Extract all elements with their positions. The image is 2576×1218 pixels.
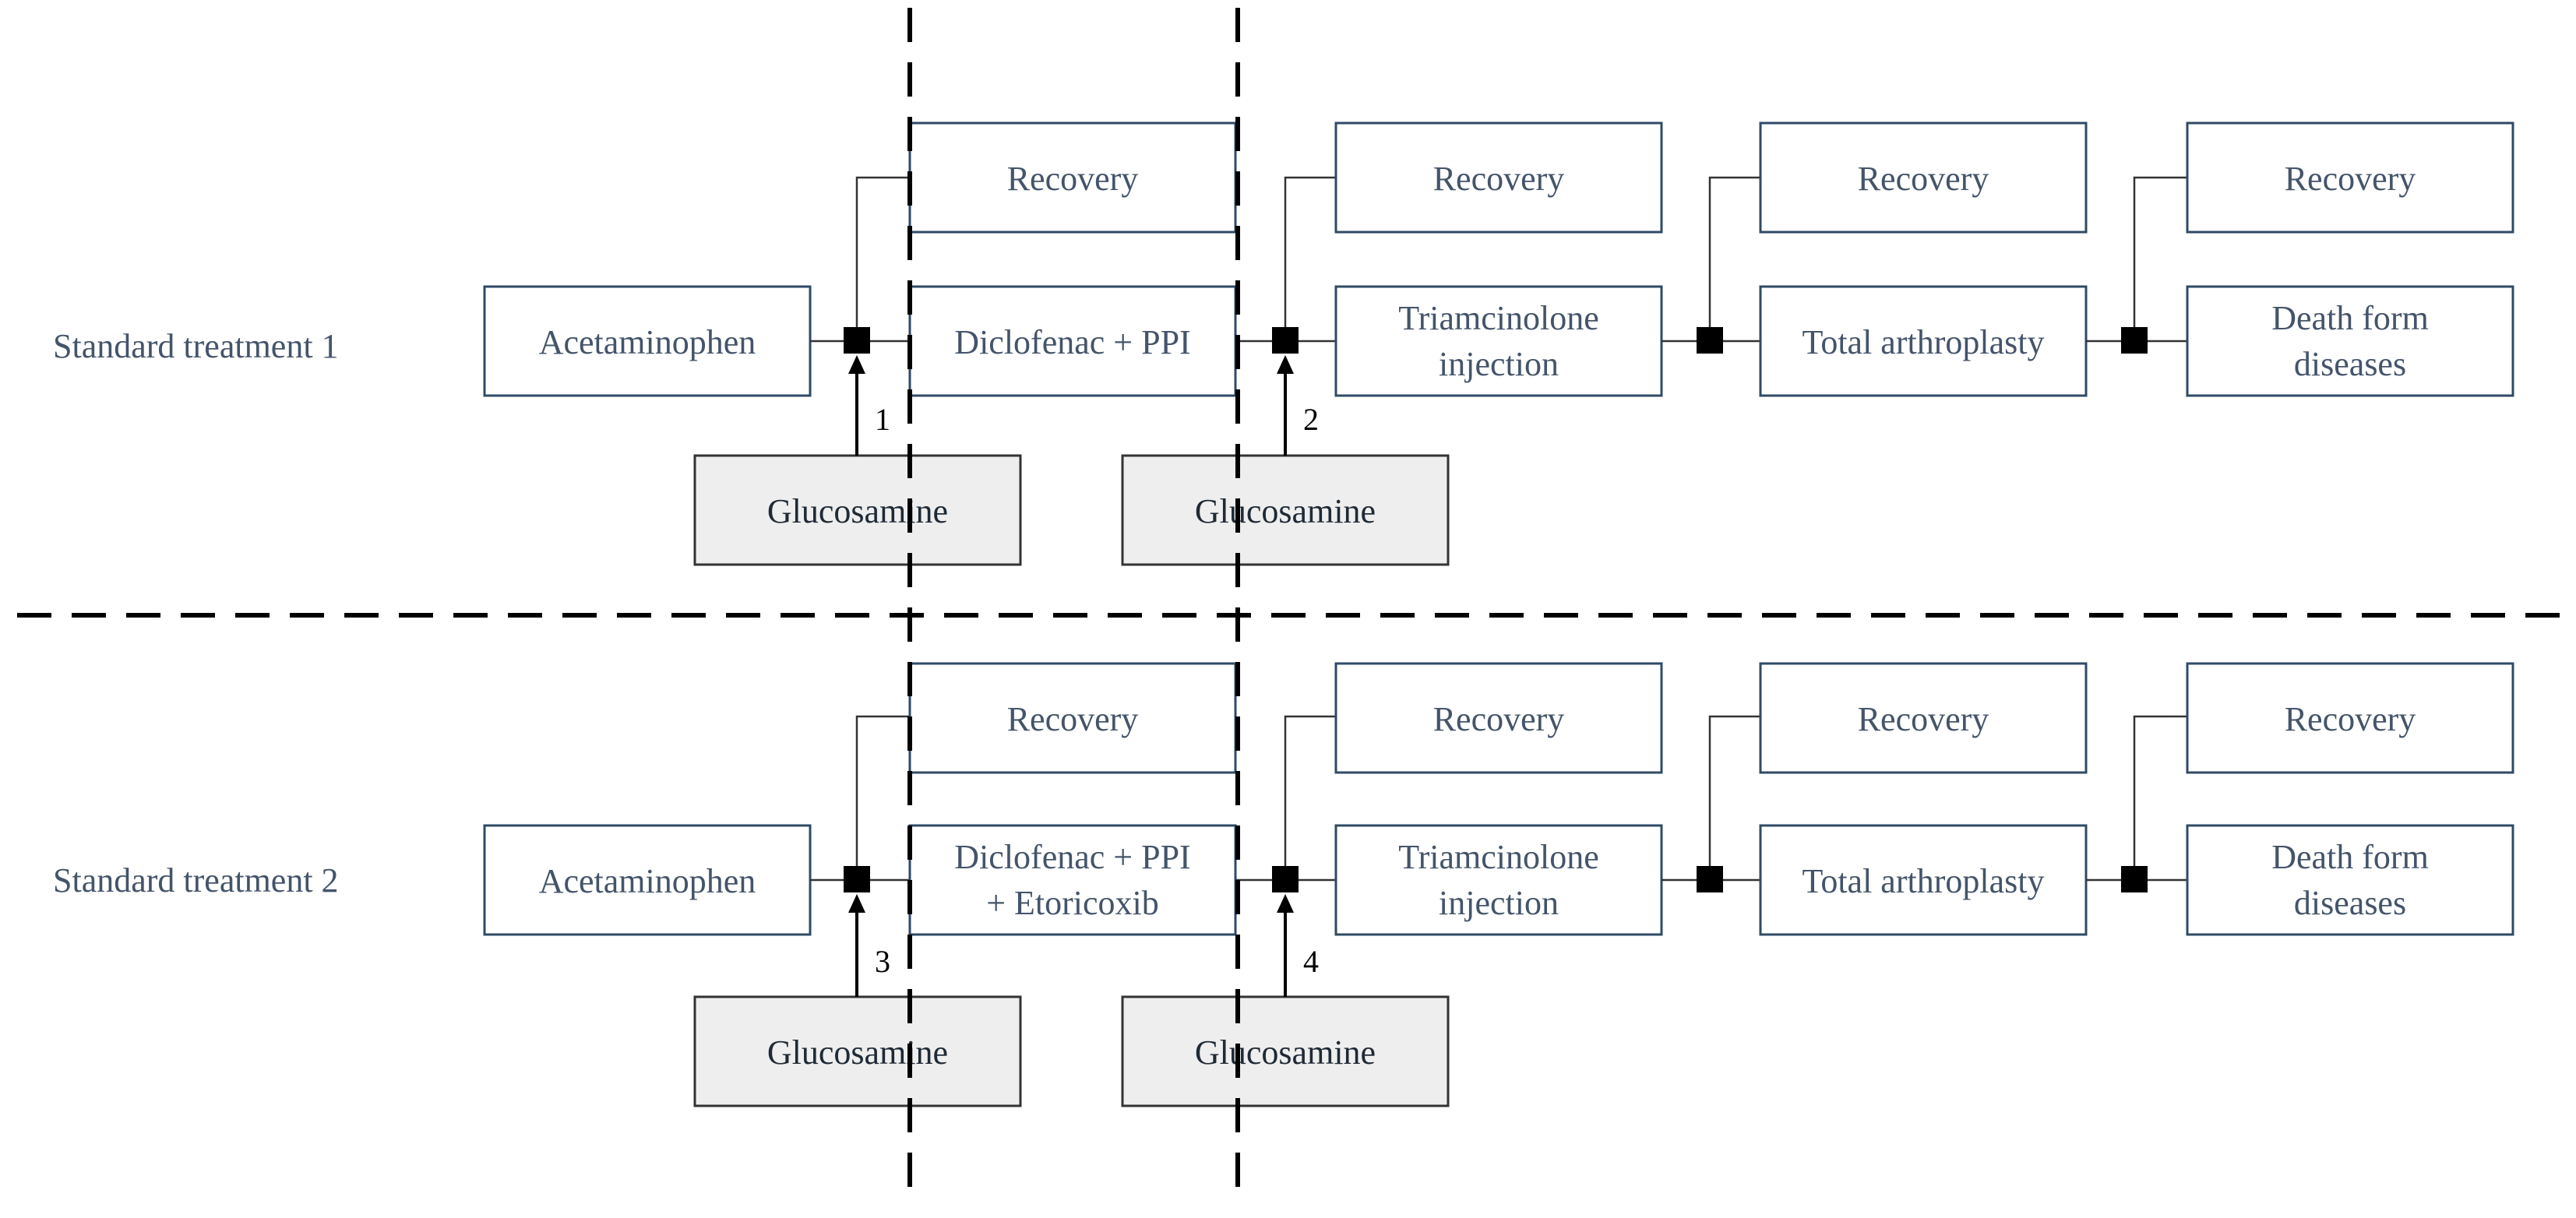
total-arthroplasty-box (1759, 824, 2088, 936)
glucosamine-box (1121, 454, 1450, 566)
triamcinolone-label-line1: Triamcinolone (1398, 838, 1598, 876)
acetaminophen-label: Acetaminophen (539, 862, 756, 900)
total-arthroplasty-label: Total arthroplasty (1802, 862, 2045, 900)
acetaminophen-box (483, 285, 812, 397)
recovery-box (1334, 662, 1663, 774)
marker-label: 1 (875, 402, 890, 437)
decision-node (1697, 866, 1723, 892)
connector (2133, 715, 2187, 880)
death-label-line1: Death form (2271, 838, 2429, 876)
connector (1708, 715, 1760, 880)
decision-node (1272, 327, 1299, 354)
recovery-box (2186, 121, 2514, 234)
connector (1284, 715, 1336, 880)
arrowhead (848, 894, 865, 913)
triamcinolone-label-line1: Triamcinolone (1398, 299, 1598, 337)
triamcinolone-label-line2: injection (1439, 345, 1559, 383)
decision-node (1697, 327, 1723, 354)
arrowhead (1277, 894, 1294, 913)
recovery-box (2186, 662, 2514, 774)
total-arthroplasty-label: Total arthroplasty (1802, 323, 2045, 361)
death-label-line2: diseases (2294, 345, 2406, 383)
death-box (2186, 285, 2514, 397)
recovery-box (1334, 121, 1663, 234)
connector (1708, 176, 1760, 341)
death-label-line2: diseases (2294, 884, 2406, 922)
glucosamine-label: Glucosamine (1195, 1033, 1376, 1072)
recovery-box (1759, 121, 2088, 234)
recovery-label: Recovery (1858, 160, 1989, 198)
row-label: Standard treatment 1 (53, 327, 339, 365)
glucosamine-label: Glucosamine (767, 492, 948, 530)
recovery-box (908, 662, 1237, 774)
glucosamine-label: Glucosamine (1195, 492, 1376, 530)
recovery-label: Recovery (2285, 160, 2416, 198)
glucosamine-box (693, 995, 1022, 1107)
decision-node (2121, 866, 2148, 892)
glucosamine-box (1121, 995, 1450, 1107)
marker-label: 4 (1303, 944, 1319, 979)
diclofenac-box (908, 285, 1237, 397)
connector (2133, 176, 2187, 341)
acetaminophen-box (483, 824, 812, 936)
decision-node (1272, 866, 1299, 892)
connector (1284, 176, 1336, 341)
marker-label: 2 (1303, 402, 1319, 437)
decision-node (2121, 327, 2148, 354)
row-standard-treatment-2: Standard treatment 2 Acetaminophen Recov… (53, 662, 2514, 1107)
recovery-box (1759, 662, 2088, 774)
recovery-label: Recovery (1858, 700, 1989, 738)
death-box (2186, 824, 2514, 936)
recovery-label: Recovery (1007, 160, 1139, 198)
recovery-box (908, 121, 1237, 234)
diclofenac-label: Diclofenac + PPI (954, 323, 1190, 361)
row-label: Standard treatment 2 (53, 861, 339, 899)
glucosamine-label: Glucosamine (767, 1033, 948, 1072)
diclofenac-label-line1: Diclofenac + PPI (954, 838, 1190, 876)
connector (855, 176, 910, 341)
recovery-label: Recovery (1007, 700, 1139, 738)
triamcinolone-label-line2: injection (1439, 884, 1559, 922)
connector (855, 715, 910, 880)
recovery-label: Recovery (1433, 160, 1565, 198)
triamcinolone-box (1334, 824, 1663, 936)
recovery-label: Recovery (1433, 700, 1565, 738)
diclofenac-box (908, 824, 1237, 936)
decision-node (844, 327, 870, 354)
arrowhead (1277, 355, 1294, 374)
diclofenac-label-line2: + Etoricoxib (986, 884, 1159, 922)
death-label-line1: Death form (2271, 299, 2429, 337)
marker-label: 3 (875, 944, 890, 979)
arrowhead (848, 355, 865, 374)
decision-node (844, 866, 870, 892)
acetaminophen-label: Acetaminophen (539, 323, 756, 361)
total-arthroplasty-box (1759, 285, 2088, 397)
row-standard-treatment-1: Standard treatment 1 Acetaminophen Recov… (53, 121, 2514, 566)
recovery-label: Recovery (2285, 700, 2416, 738)
